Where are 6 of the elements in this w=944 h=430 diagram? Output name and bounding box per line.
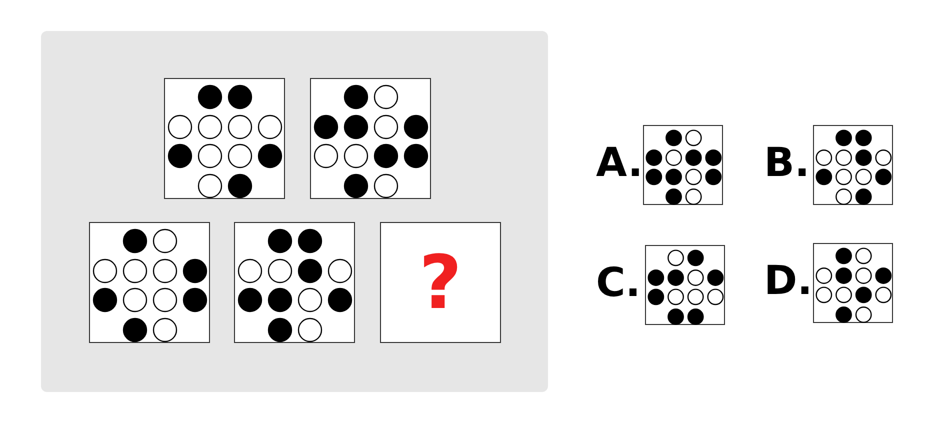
question-mark-box: ? (380, 222, 501, 343)
option-letter: A. (596, 143, 643, 183)
puzzle-panel (41, 31, 548, 392)
option-letter: C. (596, 263, 641, 303)
option-letter: D. (764, 261, 812, 301)
option-letter: B. (764, 143, 810, 183)
